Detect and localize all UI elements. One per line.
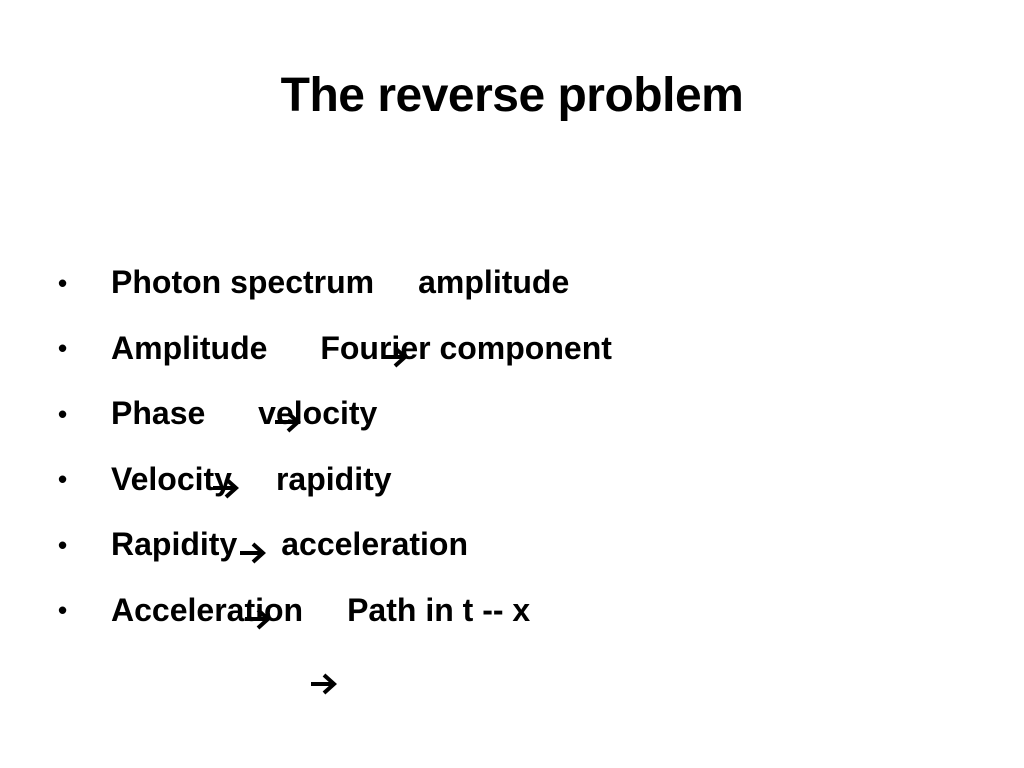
bullet-dot: • [58, 267, 68, 298]
bullet-from: Acceleration [111, 591, 304, 628]
slide-title: The reverse problem [280, 69, 744, 122]
right-arrow-icon [243, 532, 273, 630]
bullet-item: • Acceleration Path in t -- x [58, 578, 612, 695]
bullet-to: amplitude [418, 264, 570, 301]
bullet-to: Path in t -- x [347, 591, 531, 628]
bullet-to: rapidity [275, 460, 392, 497]
bullet-dot: • [58, 333, 68, 364]
bullet-to: velocity [249, 395, 378, 432]
right-arrow-icon [380, 270, 410, 368]
bullet-item: • Rapidity acceleration [58, 512, 612, 630]
bullet-item: • Photon spectrum amplitude [58, 250, 612, 368]
bullet-to: Fourier component [311, 329, 612, 366]
bullet-from: Amplitude [111, 329, 268, 366]
right-arrow-icon [273, 335, 303, 433]
bullet-item: • Phase velocity [58, 381, 612, 499]
bullet-from: Phase [111, 395, 206, 432]
bullet-from: Velocity [111, 460, 232, 497]
bullet-item: • Velocity rapidity [58, 447, 612, 564]
right-arrow-icon [309, 597, 339, 695]
right-arrow-icon [238, 466, 268, 564]
bullet-dot: • [58, 529, 68, 560]
bullet-list: • Photon spectrum amplitude • Amplitude … [58, 250, 612, 695]
bullet-from: Photon spectrum [111, 264, 375, 301]
right-arrow-icon [211, 401, 241, 499]
bullet-to: acceleration [281, 526, 468, 563]
bullet-from: Rapidity [111, 526, 238, 563]
bullet-dot: • [58, 398, 68, 429]
bullet-dot: • [58, 595, 68, 626]
bullet-dot: • [58, 464, 68, 495]
bullet-item: • Amplitude Fourier component [58, 316, 612, 433]
